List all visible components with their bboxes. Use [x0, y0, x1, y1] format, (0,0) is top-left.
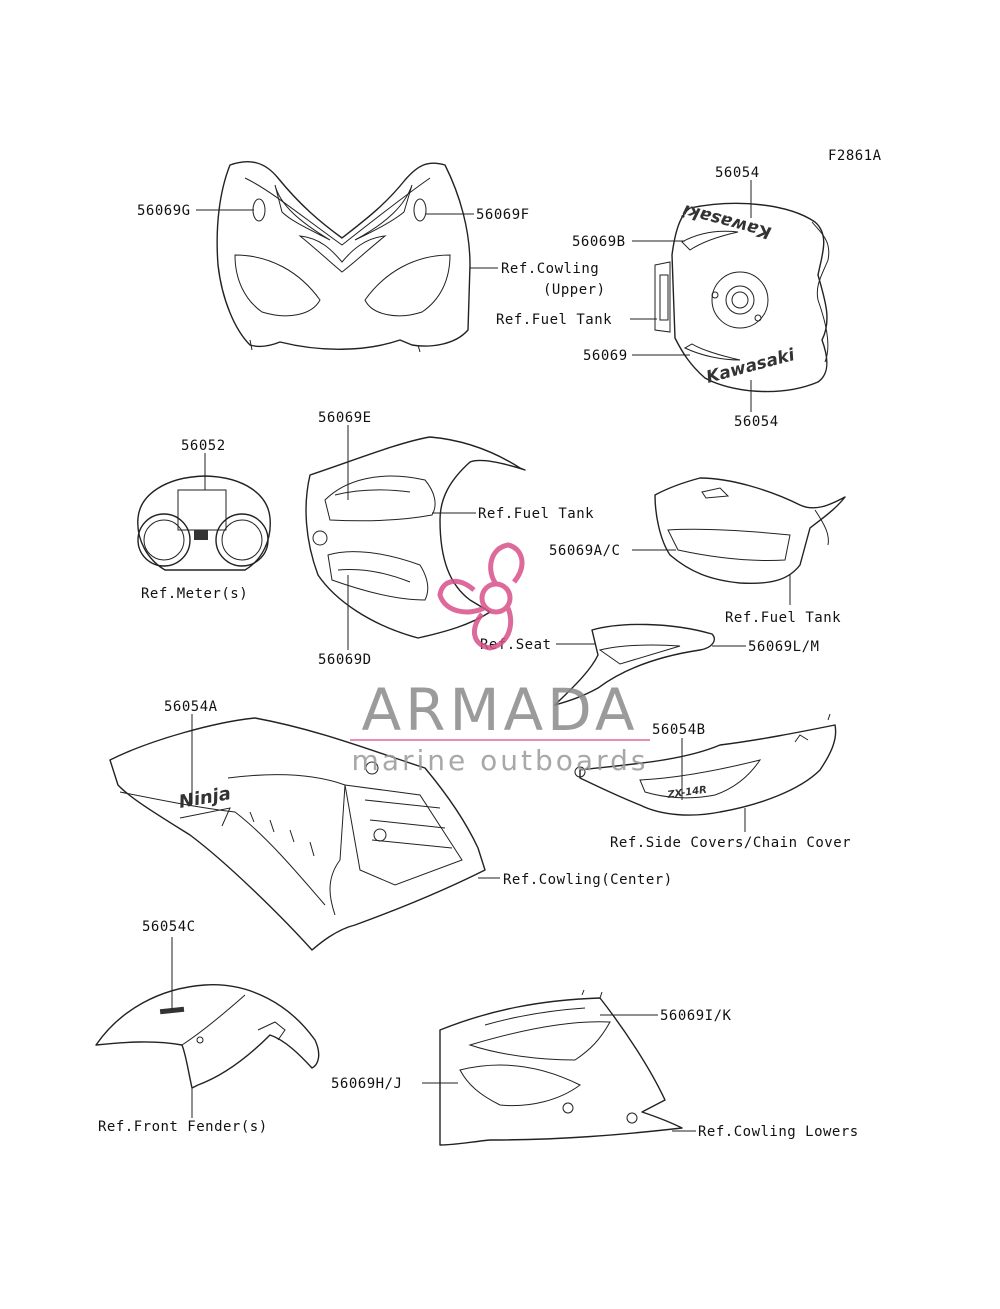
seat-cowl-part	[554, 623, 716, 706]
label-56054-bottom: 56054	[734, 414, 779, 430]
decal-ninja: Ninja	[177, 783, 232, 813]
label-ref-front-fender: Ref.Front Fender(s)	[98, 1119, 268, 1135]
fuel-tank-side-part	[654, 477, 846, 585]
meter-part	[137, 475, 271, 571]
label-56069D: 56069D	[318, 652, 372, 668]
decal-zx14r: ZX-14R	[666, 785, 708, 802]
label-56069I-K: 56069I/K	[660, 1008, 732, 1024]
fuel-tank-top-part: Kawasaki Kawasaki	[654, 199, 830, 393]
label-ref-cowling-lowers: Ref.Cowling Lowers	[698, 1124, 859, 1140]
label-56069B: 56069B	[572, 234, 626, 250]
watermark-title: ARMADA	[361, 676, 638, 744]
label-56069E: 56069E	[318, 410, 372, 426]
decal-kawasaki-top: Kawasaki	[680, 199, 774, 242]
label-56054C: 56054C	[142, 919, 196, 935]
label-ref-meters: Ref.Meter(s)	[141, 586, 248, 602]
label-56069L-M: 56069L/M	[748, 639, 819, 655]
label-ref-cowling-center: Ref.Cowling(Center)	[503, 872, 673, 888]
upper-cowling-part	[216, 161, 471, 353]
label-56069: 56069	[583, 348, 628, 364]
label-ref-cowling-upper-sub: (Upper)	[543, 282, 606, 298]
label-56069A-C: 56069A/C	[549, 543, 620, 559]
label-56054A: 56054A	[164, 699, 218, 715]
figure-id: F2861A	[828, 148, 882, 164]
watermark-subtitle: marine outboards	[352, 744, 649, 777]
label-56054-top: 56054	[715, 165, 760, 181]
label-ref-side-covers: Ref.Side Covers/Chain Cover	[610, 835, 851, 851]
label-ref-fuel-tank-1: Ref.Fuel Tank	[496, 312, 612, 328]
label-56069G: 56069G	[137, 203, 191, 219]
label-56054B: 56054B	[652, 722, 706, 738]
label-ref-cowling-upper: Ref.Cowling	[501, 261, 599, 277]
lower-cowling-part	[439, 989, 683, 1146]
propeller-logo-icon	[437, 542, 525, 651]
label-56052: 56052	[181, 438, 226, 454]
front-fender-part	[95, 984, 320, 1089]
label-56069H-J: 56069H/J	[331, 1076, 402, 1092]
side-cover-part: ZX-14R	[574, 713, 837, 816]
label-56069F: 56069F	[476, 207, 530, 223]
tank-cover-part	[305, 436, 526, 639]
label-ref-seat: Ref.Seat	[480, 637, 551, 653]
label-ref-fuel-tank-2: Ref.Fuel Tank	[478, 506, 594, 522]
label-ref-fuel-tank-3: Ref.Fuel Tank	[725, 610, 841, 626]
armada-watermark: ARMADA marine outboards	[350, 542, 650, 777]
